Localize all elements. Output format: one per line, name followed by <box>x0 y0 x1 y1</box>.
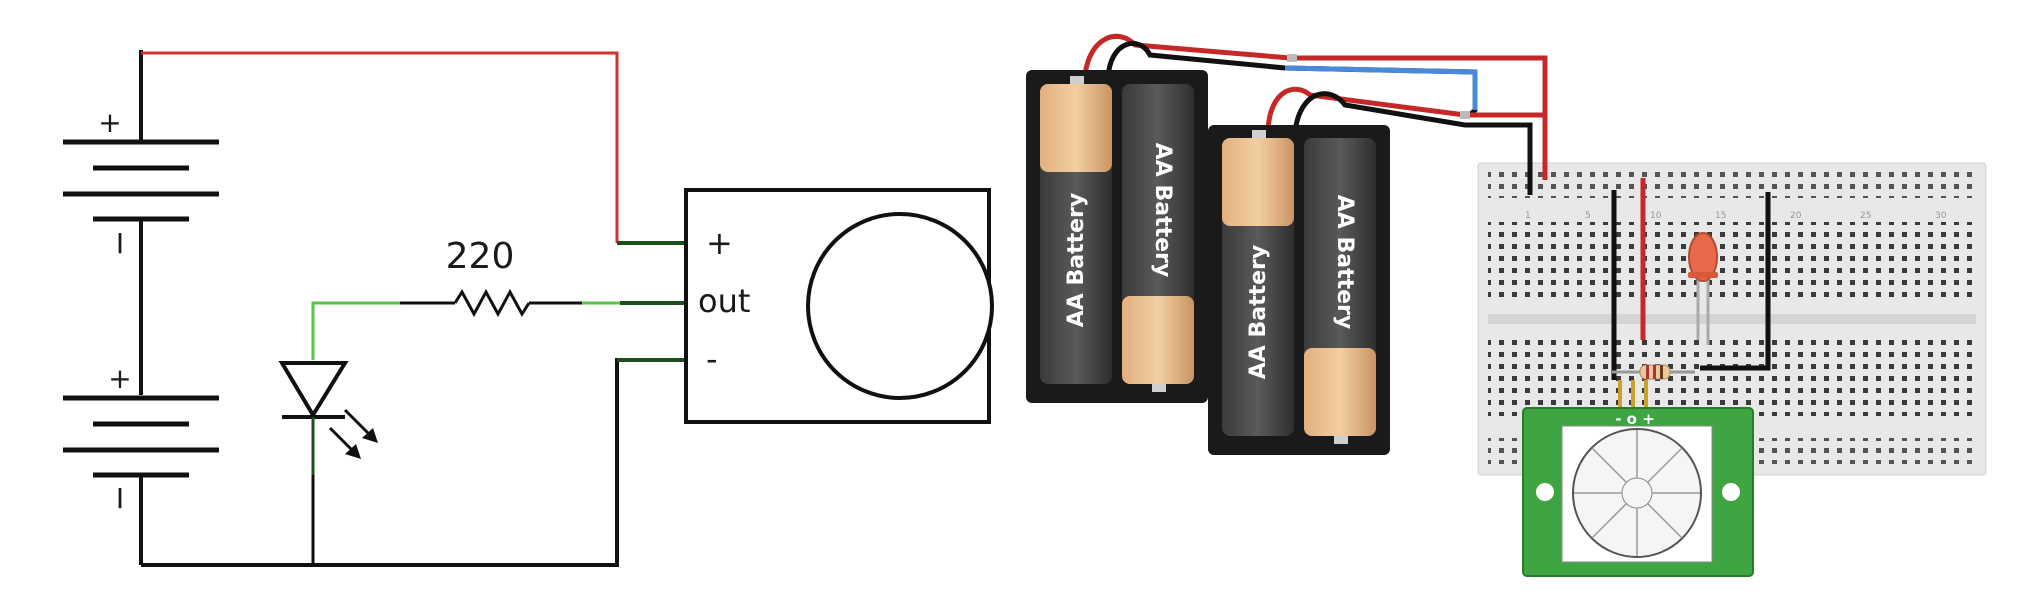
column-number: 15 <box>1715 211 1726 221</box>
schematic: + I + I <box>63 50 994 567</box>
pir-module: - o + <box>1522 380 1754 577</box>
battery-top: + I <box>63 106 219 260</box>
resistor-symbol: 220 <box>400 236 684 318</box>
battery-label: AA Battery <box>1332 195 1357 329</box>
column-number: 30 <box>1935 211 1947 221</box>
battery-top-minus: I <box>116 227 124 260</box>
column-number: 5 <box>1585 211 1591 221</box>
pir-pin-labels: - o + <box>1615 410 1655 428</box>
battery-bottom-plus: + <box>108 362 131 395</box>
battery-bottom-minus: I <box>116 482 124 515</box>
column-number: 1 <box>1525 211 1531 221</box>
pir-sensor-symbol: + out - <box>684 188 994 424</box>
sensor-pin-minus: - <box>706 340 718 378</box>
breadboard-illustration: 1 5 10 15 20 25 30 <box>1026 33 1987 577</box>
supply-wire <box>141 51 619 243</box>
breadboard: 1 5 10 15 20 25 30 <box>1477 162 1987 476</box>
resistor-value: 220 <box>446 236 515 277</box>
sensor-pin-plus: + <box>706 224 733 262</box>
battery-top-plus: + <box>98 106 121 139</box>
jumper-wires <box>1611 178 1771 380</box>
battery-pack-2: AA Battery AA Battery <box>1208 125 1390 455</box>
battery-label: AA Battery <box>1064 193 1089 327</box>
column-number: 10 <box>1650 211 1662 221</box>
breadboard-led <box>1688 232 1718 345</box>
ground-wire <box>141 358 684 567</box>
sensor-pin-out: out <box>698 282 750 320</box>
battery-bottom: + I <box>63 362 219 515</box>
led-symbol <box>278 361 378 475</box>
battery-leads <box>1082 33 1548 195</box>
breadboard-resistor <box>1612 364 1695 380</box>
battery-pack-1: AA Battery AA Battery <box>1026 70 1208 403</box>
battery-label: AA Battery <box>1150 143 1175 277</box>
column-number: 25 <box>1860 211 1871 221</box>
column-number: 20 <box>1790 211 1802 221</box>
battery-label: AA Battery <box>1246 245 1271 379</box>
